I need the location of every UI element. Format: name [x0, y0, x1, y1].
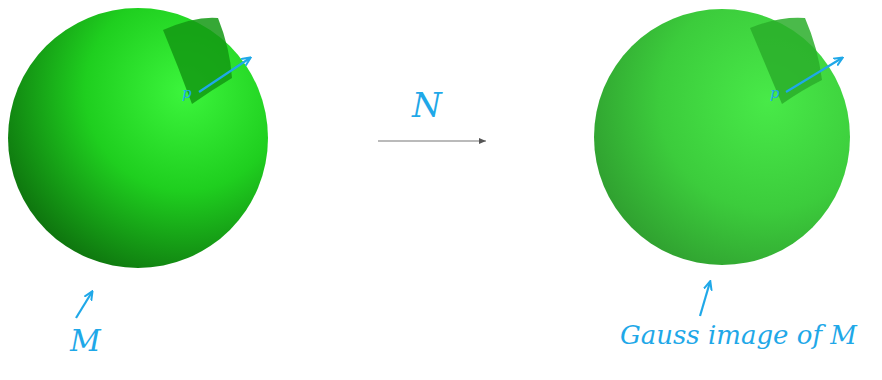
- image-label: Gauss image of M: [620, 322, 857, 348]
- leader-arrow: [76, 292, 92, 318]
- leader-arrow: [700, 282, 710, 316]
- surface-patch: [163, 18, 232, 104]
- sphere: [8, 8, 268, 268]
- point-label: p: [182, 86, 192, 101]
- surface-label: M: [70, 326, 101, 356]
- normal-vector: [786, 58, 842, 92]
- map-label: N: [412, 88, 442, 122]
- sphere: [594, 9, 850, 265]
- point-label: p: [770, 86, 780, 101]
- normal-vector: [199, 58, 250, 92]
- map-arrow: [378, 140, 486, 141]
